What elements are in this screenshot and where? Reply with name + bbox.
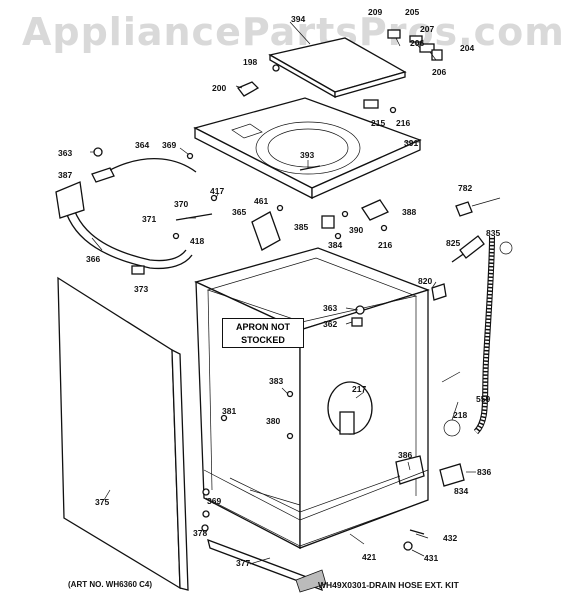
callout-387: 387 (58, 170, 73, 180)
callout-215: 215 (371, 118, 386, 128)
corner-braces (55, 147, 284, 275)
cover-top (193, 97, 422, 200)
callout-835: 835 (486, 228, 501, 238)
callout-206-b: 206 (432, 67, 447, 77)
callout-206-a: 206 (410, 38, 425, 48)
callout-391: 391 (404, 138, 419, 148)
apron-note-line-1: APRON NOT (236, 322, 290, 332)
callout-820: 820 (418, 276, 433, 286)
lid (268, 37, 407, 99)
callout-836: 836 (477, 467, 492, 477)
callout-375: 375 (95, 497, 110, 507)
callout-388: 388 (402, 207, 417, 217)
callout-365: 365 (232, 207, 247, 217)
callout-393: 393 (300, 150, 315, 160)
callout-209: 209 (368, 7, 383, 17)
apron-note-line-2: STOCKED (241, 335, 285, 345)
callout-363-a: 363 (58, 148, 73, 158)
callout-218: 218 (453, 410, 468, 420)
callout-782: 782 (458, 183, 473, 193)
callout-380: 380 (266, 416, 281, 426)
lid-switch-parts (236, 29, 443, 114)
callout-385: 385 (294, 222, 309, 232)
art-number: (ART NO. WH6360 C4) (68, 580, 153, 589)
callout-432: 432 (443, 533, 458, 543)
callout-369-b: 369 (207, 496, 222, 506)
callout-418: 418 (190, 236, 205, 246)
callout-362: 362 (323, 319, 338, 329)
callout-377: 377 (236, 558, 251, 568)
callout-834: 834 (454, 486, 469, 496)
callout-200: 200 (212, 83, 227, 93)
callout-378: 378 (193, 528, 208, 538)
apron-not-stocked-note: APRON NOT STOCKED (222, 318, 304, 348)
callout-825: 825 (446, 238, 461, 248)
callout-205: 205 (405, 7, 420, 17)
callout-421: 421 (362, 552, 377, 562)
callout-417: 417 (210, 186, 225, 196)
drain-hose (431, 197, 513, 487)
callout-217: 217 (352, 384, 367, 394)
callout-383: 383 (269, 376, 284, 386)
callout-370: 370 (174, 199, 189, 209)
callout-216-a: 216 (396, 118, 411, 128)
callout-204: 204 (460, 43, 475, 53)
drain-hose-kit-note: WH49X0301-DRAIN HOSE EXT. KIT (318, 580, 459, 590)
watermark: AppliancePartsPros.com (22, 10, 562, 54)
cabinet (194, 247, 430, 550)
callout-431: 431 (424, 553, 439, 563)
callout-373: 373 (134, 284, 149, 294)
callout-381: 381 (222, 406, 237, 416)
callout-559: 559 (476, 394, 491, 404)
callout-371: 371 (142, 214, 157, 224)
front-panel (57, 276, 189, 591)
callout-216-b: 216 (378, 240, 393, 250)
callout-461: 461 (254, 196, 269, 206)
callout-384: 384 (328, 240, 343, 250)
callout-369-a: 369 (162, 140, 177, 150)
callout-207: 207 (420, 24, 435, 34)
callout-364: 364 (135, 140, 150, 150)
callout-198: 198 (243, 57, 258, 67)
center-brackets (321, 199, 389, 240)
hardware (201, 305, 365, 532)
callout-386: 386 (398, 450, 413, 460)
callout-390: 390 (349, 225, 364, 235)
callout-366: 366 (86, 254, 101, 264)
base-rail (202, 488, 425, 593)
callout-363-b: 363 (323, 303, 338, 313)
callout-394: 394 (291, 14, 306, 24)
leader-lines (90, 21, 476, 565)
